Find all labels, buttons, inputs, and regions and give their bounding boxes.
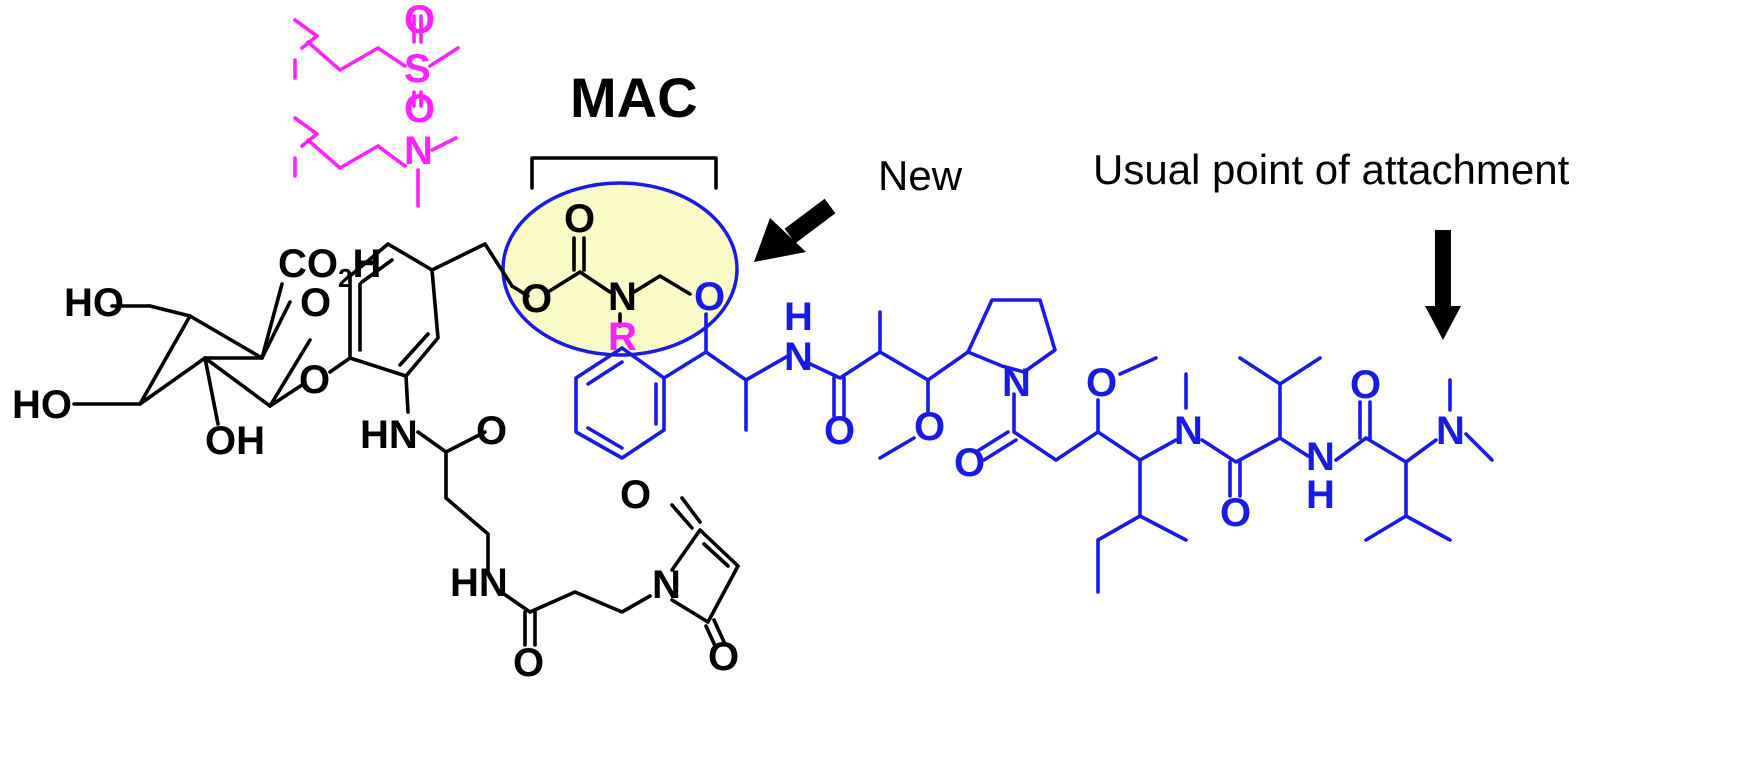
glucuronide-ho-bottom: HO (12, 383, 72, 427)
carbamate-n: N (608, 275, 637, 319)
payload-pyrrolidine-n: N (1002, 361, 1031, 405)
r-group: R (608, 315, 637, 359)
aryl-linker (328, 242, 652, 647)
aryl-amide-o: O (476, 409, 507, 453)
maleimide (670, 496, 740, 650)
payload-nh2-h: H (1306, 473, 1335, 517)
payload-ether-o: O (694, 275, 725, 319)
usual-attachment-label: Usual point of attachment (1093, 146, 1570, 193)
glucuronide-ho-top: HO (64, 281, 124, 325)
usual-arrow (1425, 230, 1461, 340)
mac-bracket (530, 156, 718, 190)
payload-nme-n: N (1174, 409, 1203, 453)
glucuronide (72, 282, 312, 426)
r-group-options (293, 14, 460, 208)
payload-ome-o: O (914, 405, 945, 449)
payload-amide-o3: O (1220, 491, 1251, 535)
carbamate-o-carbonyl: O (564, 197, 595, 241)
dimethylamine-n: N (404, 129, 433, 173)
maleimide-o-bottom: O (708, 635, 739, 679)
payload-nh-h: H (784, 295, 813, 339)
linker-hn: HN (450, 561, 508, 605)
payload-amide-o4: O (1350, 363, 1381, 407)
aryl-amide-hn: HN (360, 413, 418, 457)
payload-amide-o1: O (824, 409, 855, 453)
glucuronide-ring-o: O (300, 281, 331, 325)
payload-nh2-n: N (1306, 435, 1335, 479)
maleimide-n: N (652, 563, 681, 607)
glucuronide-aryl-o: O (299, 358, 330, 402)
payload-amide-o2: O (954, 441, 985, 485)
glucuronide-oh: OH (205, 419, 265, 463)
payload-ome-o2: O (1086, 361, 1117, 405)
payload-nh-n: N (784, 335, 813, 379)
sulfone-s: S (404, 47, 431, 91)
carbamate (510, 236, 692, 328)
new-label: New (878, 152, 963, 199)
linker-o: O (513, 641, 544, 685)
sulfone-o-bottom: O (404, 87, 435, 131)
new-arrow (754, 198, 836, 262)
co2h-co: CO (278, 242, 338, 286)
mac-title: MAC (570, 66, 698, 129)
payload-nme2-n: N (1436, 409, 1465, 453)
carbamate-o-ester: O (521, 277, 552, 321)
payload (574, 298, 1494, 594)
sulfone-o-top: O (404, 0, 435, 42)
maleimide-o-top: O (620, 473, 651, 517)
